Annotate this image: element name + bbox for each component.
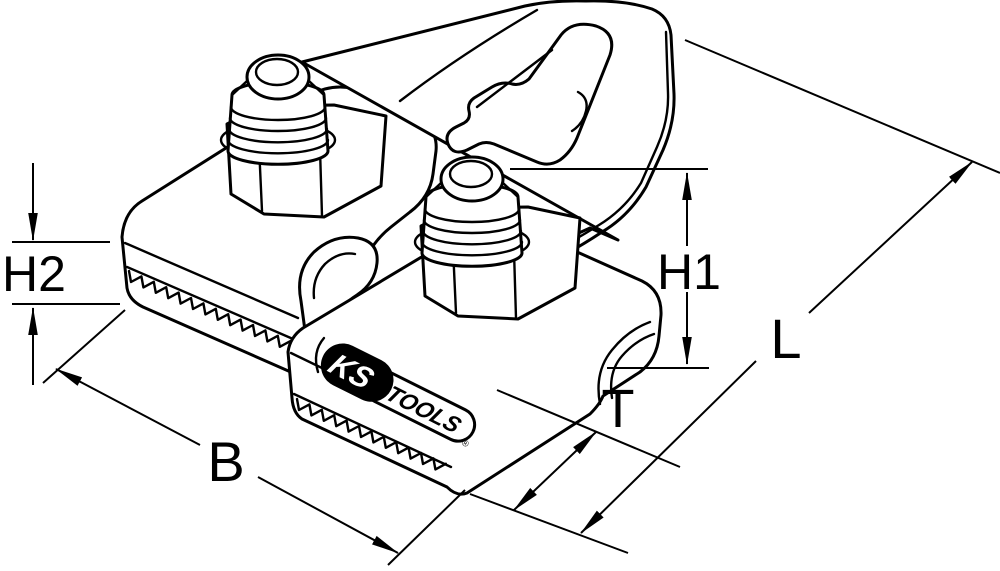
lower-jaw-bottom-edge — [292, 392, 453, 469]
registered-mark-icon: ® — [460, 437, 471, 449]
bolt-top — [245, 53, 311, 101]
lower-jaw-right-groove-inner — [609, 332, 656, 400]
strap-bend-crease — [398, 8, 539, 103]
l-arrow-top — [808, 161, 973, 314]
dimension-h2: H2 — [2, 163, 120, 385]
t-extension-bottom — [469, 493, 629, 554]
strap-slot-edge-line — [475, 48, 554, 109]
lower-jaw-left-groove — [314, 336, 326, 374]
dimension-t: T — [469, 379, 681, 554]
strap-slot-notch — [570, 90, 588, 133]
l-arrow-bottom — [580, 360, 757, 534]
upper-jaw-bottom-edge — [125, 265, 302, 344]
dimension-b: B — [42, 309, 466, 566]
dim-label-h1: H1 — [657, 244, 721, 300]
dim-label-b: B — [207, 430, 244, 493]
upper-jaw-serration-teeth — [127, 269, 292, 348]
dimension-l: L — [580, 39, 1000, 534]
b-arrow-left — [55, 368, 201, 446]
thread-ridges — [226, 105, 330, 155]
bolt-and-nut-left — [219, 53, 388, 219]
strap-slot — [445, 22, 614, 166]
upper-jaw-front-crease — [123, 241, 300, 320]
dim-label-h2: H2 — [2, 246, 66, 302]
lower-jaw-right-groove — [597, 320, 652, 406]
lower-jaw-serration-teeth — [295, 397, 447, 471]
thread-shoulder — [230, 79, 326, 97]
b-extension-left — [42, 309, 126, 384]
t-double-arrow — [513, 431, 597, 511]
dim-label-t: T — [602, 379, 635, 439]
bolt-top-chamfer — [254, 57, 300, 87]
logo-ks-capsule — [320, 343, 394, 402]
l-extension-line — [684, 39, 1000, 174]
dim-label-l: L — [770, 307, 801, 370]
b-extension-right — [387, 489, 466, 566]
dimension-h1: H1 — [510, 168, 721, 369]
b-arrow-right — [257, 476, 399, 554]
t-extension-top — [496, 389, 681, 468]
